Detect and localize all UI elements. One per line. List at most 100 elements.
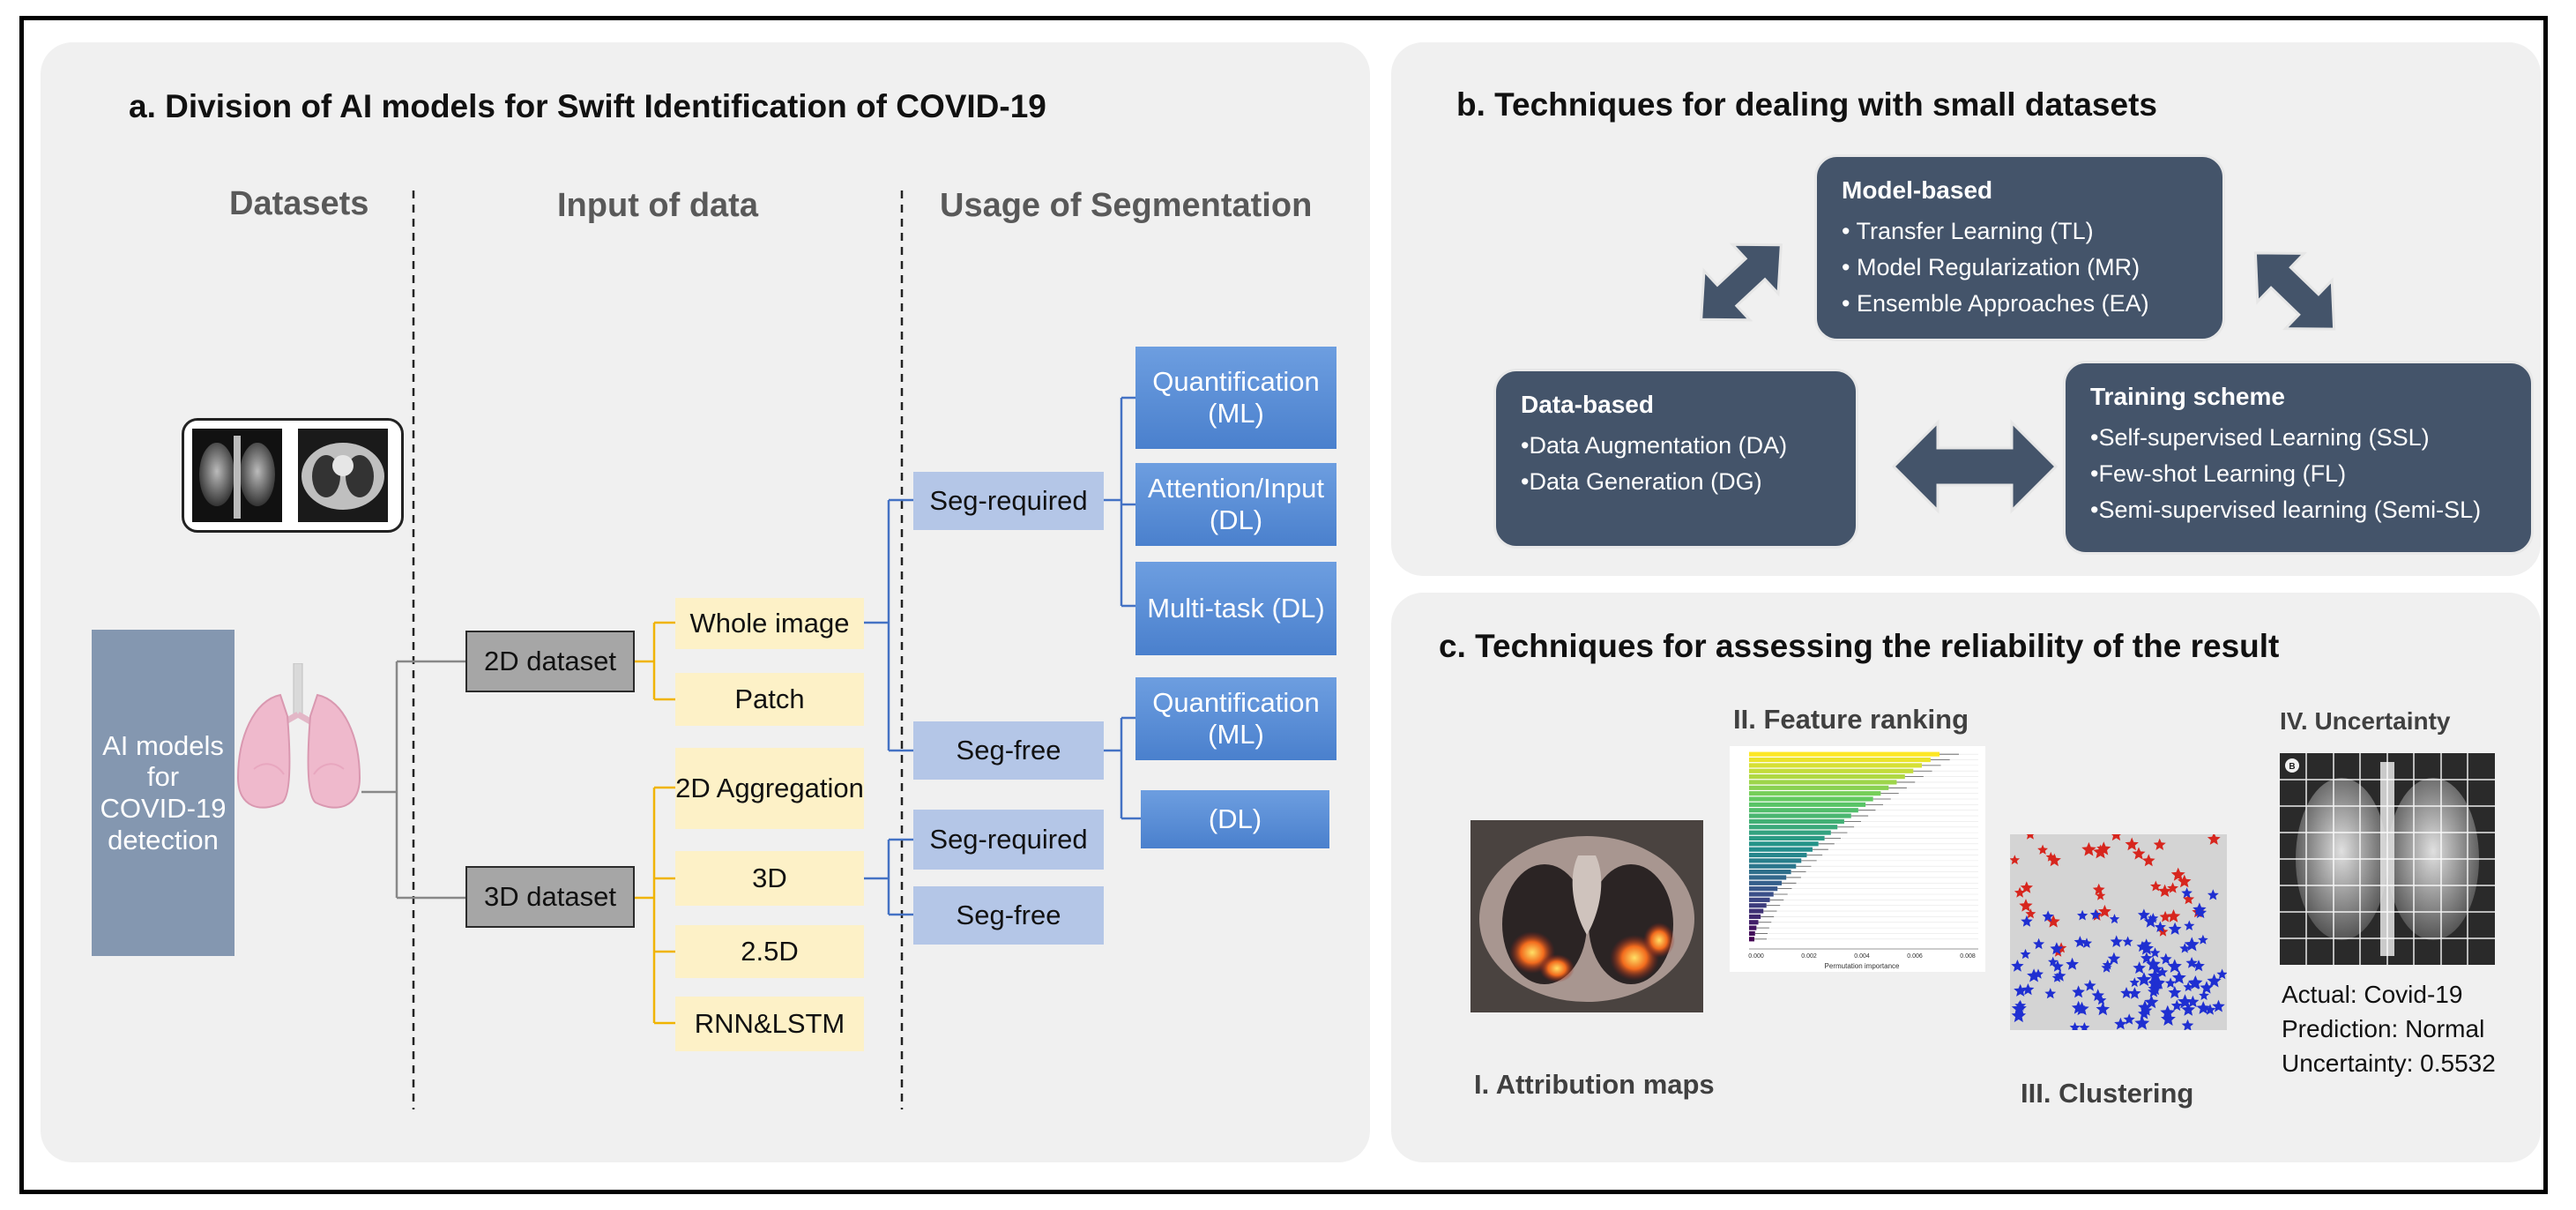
feature-bar — [1749, 751, 1939, 757]
feature-bar — [1749, 780, 1897, 785]
blue-cluster-point — [2107, 952, 2121, 965]
blue-cluster-point — [2134, 1015, 2150, 1030]
blue-cluster-point — [2109, 914, 2120, 924]
blue-cluster-point — [2168, 922, 2182, 935]
blue-cluster-point — [2160, 952, 2172, 965]
col-head-segmentation: Usage of Segmentation — [940, 187, 1313, 224]
feature-bar — [1749, 774, 1905, 780]
blue-cluster-point — [2181, 1019, 2194, 1030]
red-cluster-point — [2166, 909, 2181, 922]
red-cluster-point — [2153, 838, 2166, 850]
seg-required-3d-node: Seg-required — [913, 810, 1104, 870]
data-based-title: Data-based — [1521, 391, 1654, 418]
feature-bar — [1749, 796, 1873, 802]
attribution-map-image — [1470, 820, 1703, 1012]
feature-tick-label: 0.002 — [1801, 953, 1817, 960]
blue-cluster-point — [2014, 983, 2028, 997]
training-scheme-title: Training scheme — [2090, 383, 2285, 410]
seg-required-label: Seg-required — [929, 485, 1088, 517]
2d-dataset-label: 2D dataset — [484, 646, 616, 677]
red-cluster-point — [2150, 880, 2162, 892]
blue-cluster-point — [2216, 968, 2227, 980]
feature-axis-label: Permutation importance — [1825, 962, 1900, 970]
root-label: AI models for COVID-19 detection — [100, 729, 227, 855]
red-cluster-point — [2125, 837, 2139, 851]
patch-node: Patch — [675, 673, 864, 726]
feature-bar — [1749, 802, 1866, 807]
blue-cluster-point — [2168, 985, 2182, 999]
feature-bar — [1749, 925, 1757, 930]
model-based-title: Model-based — [1842, 176, 1993, 204]
blue-cluster-point — [2154, 921, 2166, 932]
red-cluster-point — [2111, 834, 2121, 841]
blue-cluster-point — [2123, 1013, 2135, 1025]
seg-free-label: Seg-free — [956, 735, 1061, 766]
data-item-1: •Data Augmentation (DA) — [1521, 432, 1788, 459]
rnn-lstm-node: RNN&LSTM — [675, 997, 864, 1051]
whole-image-node: Whole image — [675, 598, 864, 649]
blue-cluster-point — [2110, 935, 2123, 947]
model-based-box: Model-based • Transfer Learning (TL) • M… — [1814, 154, 2225, 341]
feature-bar — [1749, 757, 1931, 763]
panel-a-title: a. Division of AI models for Swift Ident… — [129, 88, 1046, 124]
blue-cluster-point — [2081, 937, 2093, 948]
blue-cluster-point — [2129, 977, 2140, 988]
blue-cluster-point — [2079, 1022, 2090, 1030]
blue-cluster-point — [2066, 957, 2079, 970]
seg-required-3d-label: Seg-required — [929, 824, 1088, 855]
feature-bar — [1749, 808, 1858, 813]
feature-bar — [1749, 841, 1819, 847]
blue-cluster-point — [2184, 920, 2195, 930]
blue-cluster-point — [2033, 968, 2044, 979]
blue-cluster-point — [2011, 1008, 2027, 1023]
blue-cluster-point — [2185, 957, 2198, 968]
3d-dataset-label: 3D dataset — [484, 881, 616, 913]
red-cluster-point — [2092, 883, 2105, 895]
col-head-datasets: Datasets — [229, 185, 369, 222]
seg-free-node: Seg-free — [913, 721, 1104, 780]
blue-cluster-point — [2073, 936, 2087, 948]
red-cluster-point — [2183, 893, 2195, 905]
blue-cluster-point — [2051, 960, 2064, 972]
red-cluster-point — [2026, 834, 2035, 840]
clustering-label: III. Clustering — [2021, 1078, 2194, 1109]
red-cluster-point — [2025, 908, 2036, 919]
blue-cluster-point — [2137, 908, 2150, 921]
whole-image-label: Whole image — [689, 608, 850, 639]
feature-bar — [1749, 937, 1754, 942]
quantification-ml-2-label: Quantification (ML) — [1152, 687, 1320, 750]
blue-cluster-point — [2207, 974, 2222, 988]
feature-bar — [1749, 897, 1770, 902]
feature-bar — [1749, 763, 1923, 768]
feature-ranking-label: II. Feature ranking — [1733, 704, 1969, 735]
2-5d-label: 2.5D — [741, 936, 799, 967]
blue-cluster-point — [2048, 956, 2059, 967]
feature-bar — [1749, 785, 1889, 790]
blue-cluster-point — [2050, 942, 2064, 955]
blue-cluster-point — [2014, 999, 2027, 1011]
feature-bar — [1749, 886, 1778, 892]
blue-cluster-point — [2101, 962, 2112, 973]
blue-cluster-point — [2136, 972, 2152, 986]
feature-bar — [1749, 903, 1767, 908]
blue-cluster-point — [2200, 981, 2214, 994]
red-cluster-point — [2142, 854, 2155, 867]
blue-cluster-point — [2044, 988, 2057, 999]
feature-bar — [1749, 852, 1807, 858]
training-scheme-box: Training scheme •Self-supervised Learnin… — [2063, 361, 2534, 555]
red-cluster-point — [2207, 834, 2221, 845]
blue-cluster-point — [2160, 1005, 2176, 1020]
feature-bar — [1749, 908, 1764, 914]
data-item-2: •Data Generation (DG) — [1521, 468, 1762, 495]
multi-task-node: Multi-task (DL) — [1135, 562, 1336, 655]
uncertainty-xray-image: B — [2280, 753, 2495, 965]
blue-cluster-point — [2149, 947, 2161, 958]
red-cluster-point — [2170, 867, 2185, 881]
quantification-ml-node: Quantification (ML) — [1135, 347, 1336, 449]
blue-cluster-point — [2199, 990, 2209, 1000]
feature-bar — [1749, 858, 1802, 863]
2d-aggregation-node: 2D Aggregation — [675, 748, 864, 829]
blue-cluster-point — [2140, 952, 2153, 964]
seg-required-node: Seg-required — [913, 472, 1104, 530]
red-cluster-point — [2178, 874, 2192, 888]
